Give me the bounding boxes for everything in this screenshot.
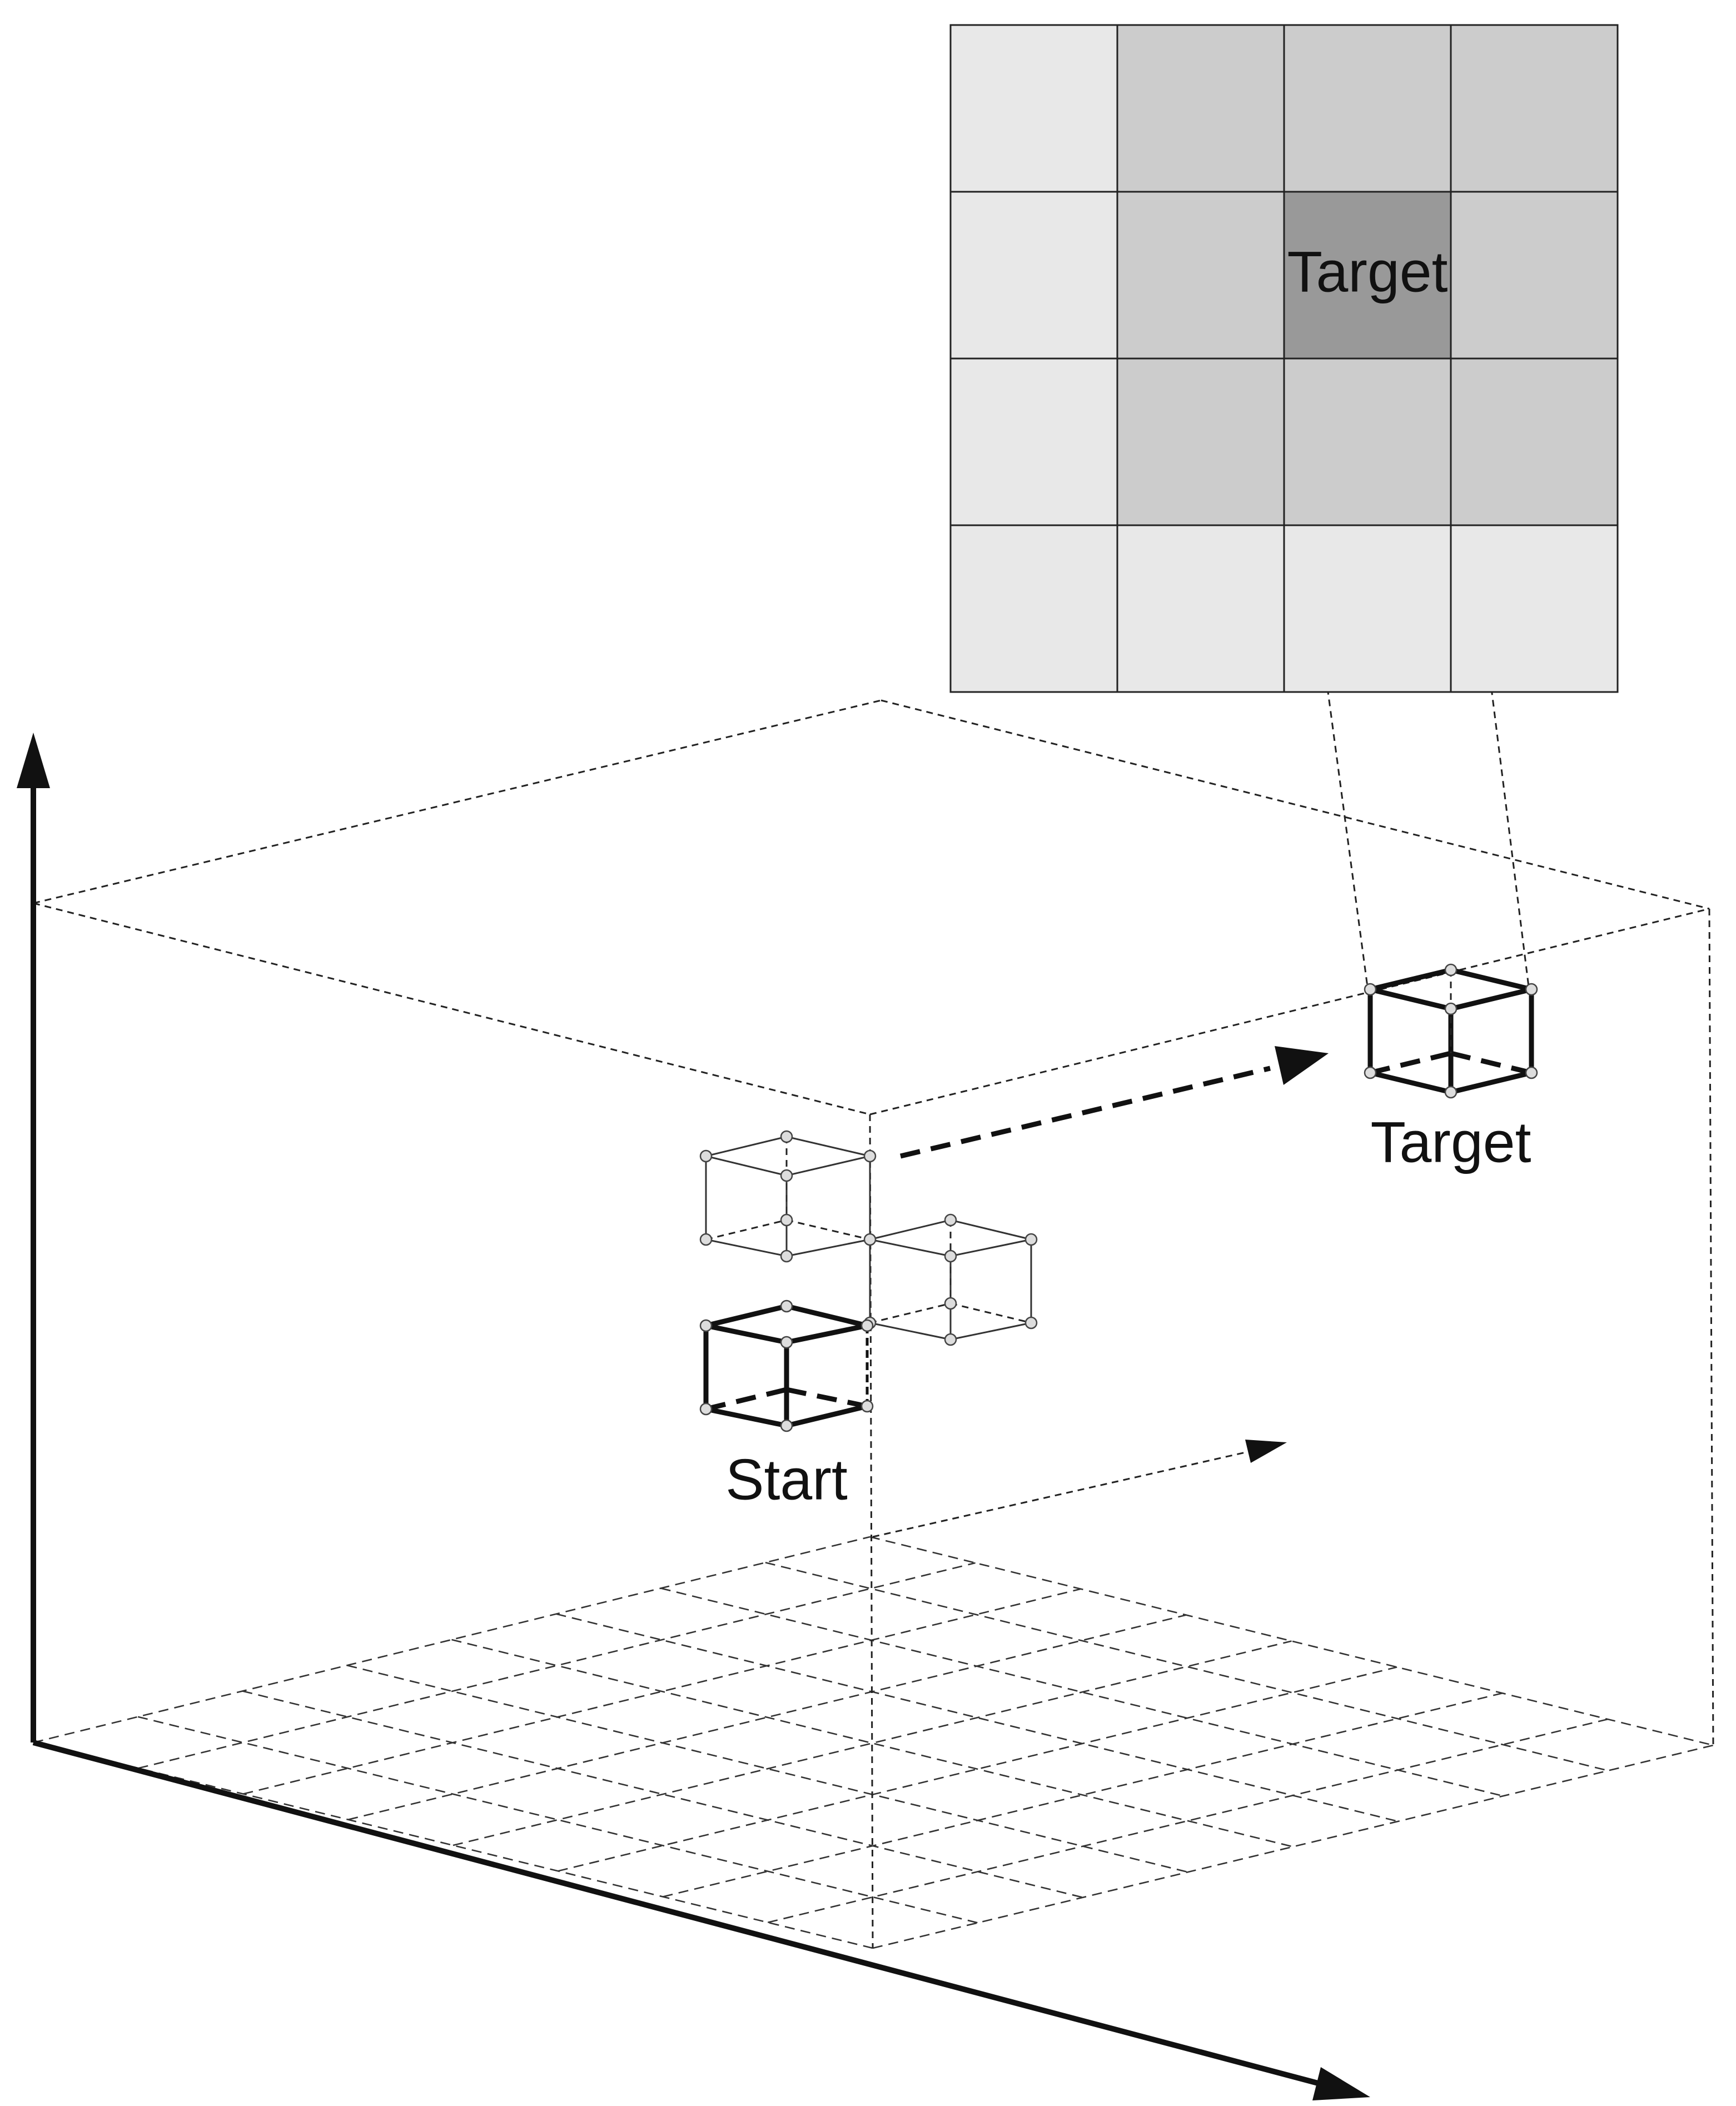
floor-grid-line	[765, 1561, 1609, 1771]
cube-vertex	[780, 1130, 793, 1143]
start-cube	[703, 1303, 870, 1428]
grid-target-label: Target	[1287, 240, 1448, 304]
cube-vertex	[863, 1149, 877, 1163]
grid-cell	[1450, 191, 1619, 360]
cube-vertex	[1525, 1066, 1538, 1079]
cube-vertex	[860, 1319, 874, 1332]
cube-vertices	[699, 963, 1538, 1432]
cube-vertex	[780, 1419, 793, 1432]
grid-cell	[1450, 524, 1619, 693]
floor-grid-line	[452, 1640, 1292, 1846]
cube-vertex	[1024, 1233, 1038, 1246]
target-grid	[949, 24, 1619, 693]
cube-vertex	[944, 1297, 957, 1310]
bounding-volume	[33, 699, 1714, 1949]
grid-cell	[1116, 191, 1285, 360]
grid-cell	[1450, 357, 1619, 526]
cube-vertex	[780, 1336, 793, 1349]
grid-cell	[1116, 524, 1285, 693]
cube-vertex	[1525, 983, 1538, 996]
grid-cell	[1116, 24, 1285, 193]
cube-vertex	[780, 1249, 793, 1263]
grid-cell	[1116, 357, 1285, 526]
cube-vertex	[944, 1213, 957, 1227]
cube-vertex	[860, 1400, 874, 1413]
motion-arrows	[872, 1046, 1329, 1538]
cube-vertex	[699, 1233, 713, 1246]
neighbor-cube-upper	[705, 1136, 871, 1257]
cube-vertex	[863, 1233, 877, 1246]
grid-cell	[1283, 524, 1452, 693]
cube-vertex	[699, 1319, 713, 1332]
cube-vertex	[1444, 963, 1458, 977]
grid-cell	[949, 24, 1118, 193]
vertical-axis-arrowhead	[17, 733, 50, 788]
cube-vertex	[699, 1402, 713, 1416]
floor-grid	[33, 1536, 1714, 1949]
coordinate-axes	[17, 733, 1370, 2100]
horizontal-axis	[32, 1740, 1330, 2089]
cube-vertex	[780, 1300, 793, 1313]
start-to-target-arrowhead	[1275, 1046, 1329, 1085]
cube-vertex	[780, 1169, 793, 1182]
floor-direction-arrowhead	[1245, 1440, 1287, 1463]
grid-target-cell	[1283, 191, 1452, 360]
floor-grid-line	[243, 1588, 1081, 1795]
floor-grid-line	[33, 1536, 871, 1744]
grid-cell	[949, 191, 1118, 360]
horizontal-axis-arrowhead	[1312, 2067, 1370, 2100]
volume-target-label: Target	[1370, 1110, 1531, 1174]
cube-vertex	[1364, 983, 1377, 996]
grid-cell	[1283, 357, 1452, 526]
cube-vertex	[699, 1149, 713, 1163]
floor-grid-line	[347, 1614, 1187, 1821]
floor-grid-line	[138, 1562, 976, 1769]
target-cube	[1367, 967, 1534, 1095]
cube-vertex	[1444, 1002, 1458, 1015]
cube-vertex	[944, 1249, 957, 1263]
cube-vertex	[944, 1333, 957, 1346]
grid-cell	[949, 524, 1118, 693]
floor-grid-line	[872, 1744, 1714, 1949]
start-label: Start	[725, 1447, 848, 1512]
grid-cell	[1283, 24, 1452, 193]
grid-cell	[949, 357, 1118, 526]
cube-vertex	[1024, 1316, 1038, 1330]
grid-cell	[1450, 24, 1619, 193]
start-to-target-arrow	[899, 1066, 1271, 1159]
cube-vertex	[780, 1213, 793, 1227]
neighbor-cube-right	[869, 1219, 1032, 1341]
floor-direction-arrow	[872, 1451, 1248, 1538]
cube-vertex	[1444, 1086, 1458, 1099]
cube-vertex	[1364, 1066, 1377, 1079]
